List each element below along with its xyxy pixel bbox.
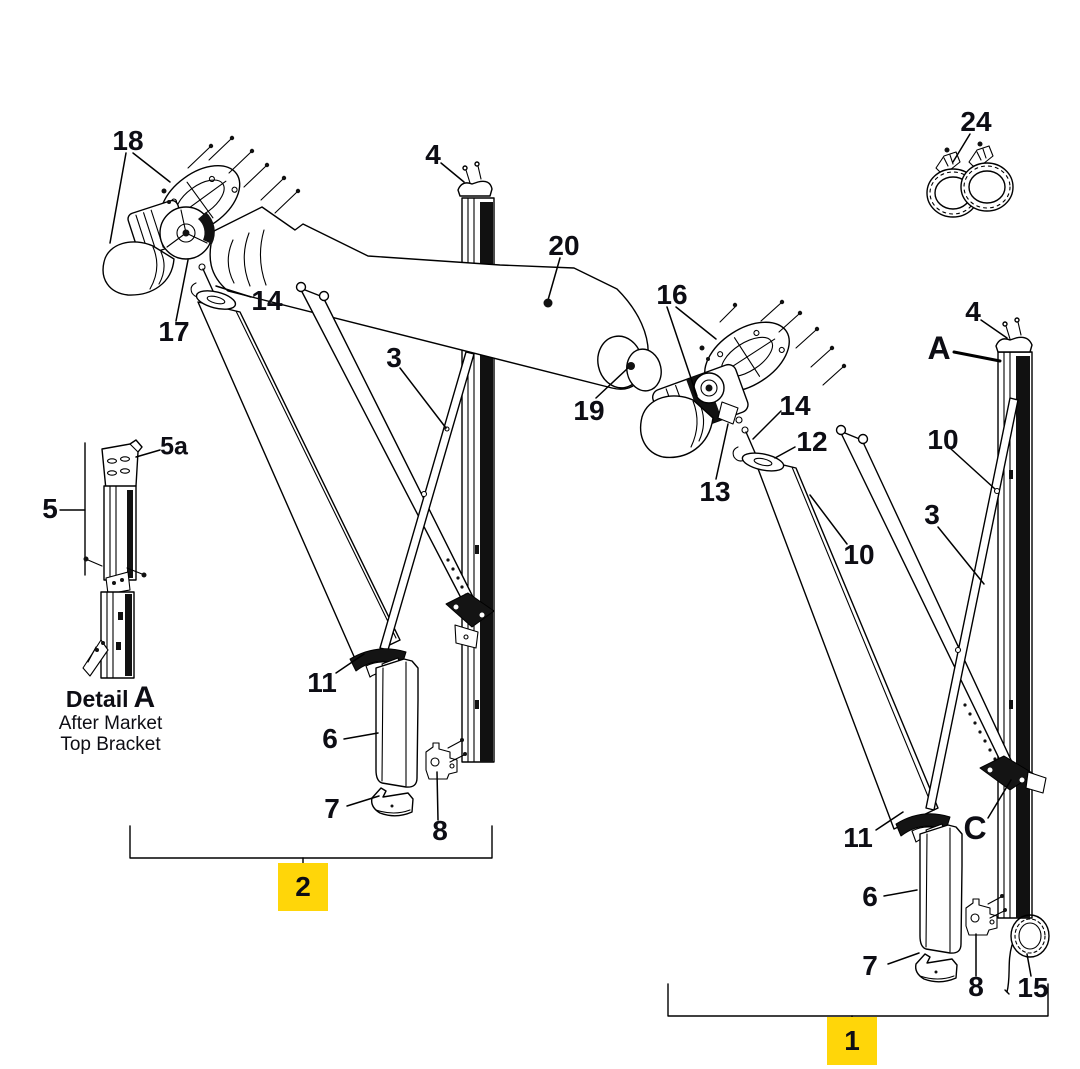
right-arm-assembly (753, 397, 1047, 830)
foot-cap-7-right (914, 953, 958, 983)
left-arm-assembly (197, 281, 495, 662)
left-rail (457, 161, 495, 763)
callout-10-lower: 10 (843, 539, 875, 570)
foot-cap-7-left (370, 787, 414, 817)
callout-14-left: 14 (251, 285, 283, 316)
right-foot-parts (895, 813, 1050, 995)
callout-5a: 5a (160, 432, 188, 461)
right-head-assembly (640, 299, 847, 472)
callout-10-upper: 10 (927, 424, 959, 455)
callout-6-right: 6 (862, 881, 878, 912)
callout-3-right: 3 (924, 499, 940, 530)
leader-lines (109, 133, 1032, 977)
clamps-24 (926, 141, 1014, 218)
callout-11-left: 11 (307, 667, 337, 698)
plate-screws-left (187, 135, 301, 214)
callout-3-left: 3 (386, 342, 402, 373)
roller-tube (209, 206, 662, 392)
foot-cover-6-left (375, 657, 419, 788)
callout-18: 18 (112, 125, 144, 156)
callout-C: C (963, 810, 987, 846)
callout-8-right: 8 (968, 971, 984, 1002)
callout-7-right: 7 (862, 950, 878, 981)
detail-note-line2: Top Bracket (60, 734, 161, 755)
pivot-pin-right-14 (732, 426, 785, 472)
callout-24: 24 (960, 106, 992, 137)
left-head-assembly (102, 135, 301, 310)
callout-4-right: 4 (965, 296, 981, 327)
callout-16: 16 (656, 279, 688, 310)
top-bracket-left (457, 161, 493, 197)
callout-12: 12 (796, 426, 828, 457)
callout-14-right: 14 (779, 390, 811, 421)
callout-8-left: 8 (432, 815, 448, 846)
mount-bracket-8-left (425, 738, 467, 780)
pivot-pin-left-14 (190, 263, 237, 310)
callout-5: 5 (42, 493, 58, 524)
main-arm-right (753, 457, 939, 830)
left-foot-parts (349, 648, 467, 817)
callout-17: 17 (158, 316, 190, 347)
aftermarket-bracket-5a (101, 439, 143, 491)
mount-bracket-8-right (965, 894, 1007, 936)
callout-7-left: 7 (324, 793, 340, 824)
callout-19: 19 (573, 395, 605, 426)
power-cord-15 (1004, 914, 1050, 995)
clamp-ring (960, 141, 1014, 212)
callout-15: 15 (1017, 972, 1049, 1003)
detail-5-drawing (59, 439, 147, 679)
foot-cover-6-right (919, 823, 963, 954)
main-arm-left (197, 301, 401, 662)
callout-4-left: 4 (425, 139, 441, 170)
group-label-1: 1 (827, 1017, 877, 1065)
detail-note-line1: After Market (58, 713, 163, 734)
group-label-2: 2 (278, 863, 328, 911)
arm-mount-12 (741, 452, 785, 472)
callout-20: 20 (548, 230, 580, 261)
end-cover-right (640, 395, 714, 459)
rail-slider-left (445, 592, 495, 649)
plate-screws-right (719, 299, 847, 386)
callout-13: 13 (699, 476, 731, 507)
end-cap-19 (626, 348, 662, 392)
callout-6-left: 6 (322, 723, 338, 754)
rafter-arm-right-b (925, 397, 1019, 811)
rail-slider-right (979, 755, 1047, 794)
callout-11-right: 11 (843, 822, 873, 853)
top-bracket-right (995, 317, 1033, 353)
callout-A: A (927, 330, 951, 366)
